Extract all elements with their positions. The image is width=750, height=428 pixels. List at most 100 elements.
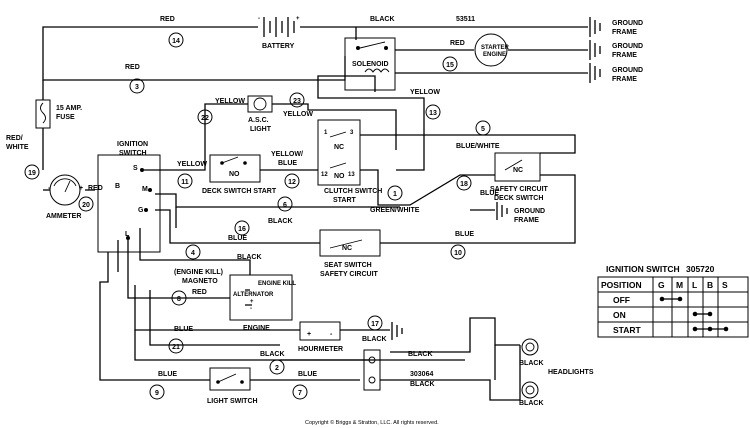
- svg-text:(ENGINE KILL): (ENGINE KILL): [174, 269, 223, 276]
- svg-text:SAFETY CIRCUIT: SAFETY CIRCUIT: [490, 186, 549, 193]
- svg-text:23: 23: [293, 98, 301, 105]
- wire-label-green-white: GREEN/WHITE: [370, 207, 420, 214]
- hourmeter: + - HOURMETER: [298, 321, 343, 353]
- clutch-switch: 1 3 12 13 NC NO CLUTCH SWITCH START: [317, 119, 382, 204]
- svg-text:LIGHT SWITCH: LIGHT SWITCH: [207, 398, 258, 405]
- wire-label-blue-9: BLUE: [158, 371, 177, 378]
- svg-text:-: -: [250, 306, 252, 312]
- svg-text:10: 10: [454, 250, 462, 257]
- wire-label-yellow-22: YELLOW: [215, 98, 245, 105]
- svg-text:NC: NC: [334, 144, 344, 151]
- svg-text:16: 16: [238, 226, 246, 233]
- svg-text:ENGINE: ENGINE: [243, 325, 270, 332]
- battery-plus: +: [296, 16, 300, 22]
- solenoid-label: SOLENOID: [352, 61, 389, 68]
- svg-text:15 AMP.: 15 AMP.: [56, 105, 82, 112]
- wires: [42, 26, 588, 401]
- svg-text:14: 14: [172, 38, 180, 45]
- ground-frame-3: GROUND FRAME: [589, 63, 643, 83]
- table-header-position: POSITION: [601, 280, 642, 290]
- wire-label-black-17: BLACK: [362, 336, 387, 343]
- wire-label-red-top: RED: [160, 16, 175, 23]
- wire-number-3: 3: [129, 78, 145, 94]
- svg-text:GROUND: GROUND: [612, 43, 643, 50]
- svg-text:11: 11: [181, 179, 189, 186]
- svg-text:STARTER: STARTER: [481, 45, 510, 51]
- battery: - + BATTERY: [258, 16, 300, 50]
- svg-text:1: 1: [393, 191, 397, 198]
- wire-number-16: 16: [234, 220, 250, 236]
- wire-number-19: 19: [24, 164, 40, 180]
- svg-text:GROUND: GROUND: [612, 20, 643, 27]
- wire-label-black-hl2: BLACK: [519, 400, 544, 407]
- wire-number-5: 5: [475, 120, 491, 136]
- svg-text:NO: NO: [229, 171, 240, 178]
- svg-text:+: +: [307, 331, 311, 338]
- ground-frames: GROUND FRAME GROUND FRAME GROUND FRAME G…: [391, 17, 643, 340]
- svg-text:20: 20: [82, 202, 90, 209]
- svg-text:9: 9: [155, 390, 159, 397]
- ammeter: - + AMMETER: [43, 174, 83, 220]
- svg-text:S: S: [133, 165, 138, 172]
- svg-text:SWITCH: SWITCH: [119, 150, 147, 157]
- svg-text:DECK SWITCH START: DECK SWITCH START: [202, 188, 277, 195]
- svg-text:IGNITION: IGNITION: [117, 141, 148, 148]
- svg-text:3: 3: [135, 84, 139, 91]
- copyright-text: Copyright © Briggs & Stratton, LLC. All …: [305, 419, 439, 426]
- svg-text:NC: NC: [342, 245, 352, 252]
- table-title: IGNITION SWITCH: [606, 264, 680, 274]
- svg-text:GROUND: GROUND: [612, 67, 643, 74]
- solenoid: SOLENOID: [344, 37, 396, 91]
- svg-text:NC: NC: [513, 167, 523, 174]
- wire-number-1: 1: [387, 185, 403, 201]
- wire-label-303064: 303064: [410, 371, 433, 378]
- svg-text:LIGHT: LIGHT: [250, 126, 272, 133]
- svg-text:2: 2: [275, 365, 279, 372]
- wire-label-black-6: BLACK: [268, 218, 293, 225]
- seat-switch: NC SEAT SWITCH SAFETY CIRCUIT: [319, 229, 381, 278]
- wire-label-blue-16: BLUE: [228, 235, 247, 242]
- svg-text:ALTERNATOR: ALTERNATOR: [233, 292, 274, 298]
- table-header-m: M: [676, 280, 683, 290]
- svg-text:AMMETER: AMMETER: [46, 213, 81, 220]
- wire-labels: RED BLACK 53511 RED RED YELLOW YELLOW YE…: [88, 16, 544, 407]
- wire-label-black-top: BLACK: [370, 16, 395, 23]
- svg-text:-: -: [48, 185, 51, 192]
- wire-label-red-8: RED: [192, 289, 207, 296]
- table-row-start: START: [613, 325, 642, 335]
- svg-text:3: 3: [350, 130, 354, 136]
- svg-text:FRAME: FRAME: [612, 76, 637, 83]
- connector-block: [363, 349, 381, 391]
- svg-text:ENGINE: ENGINE: [483, 52, 506, 58]
- ignition-switch: IGNITION SWITCH S B M G L: [97, 141, 172, 253]
- svg-text:WHITE: WHITE: [6, 144, 29, 151]
- svg-text:START: START: [333, 197, 357, 204]
- starter-engine: STARTER ENGINE: [474, 33, 510, 67]
- svg-text:7: 7: [298, 390, 302, 397]
- svg-text:DECK SWITCH: DECK SWITCH: [494, 195, 543, 202]
- svg-text:FRAME: FRAME: [514, 217, 539, 224]
- wire-number-2: 2: [269, 359, 285, 375]
- svg-text:22: 22: [201, 115, 209, 122]
- wire-number-22: 22: [197, 109, 213, 125]
- light-switch: LIGHT SWITCH: [207, 367, 258, 405]
- wire-label-yellow-13: YELLOW: [410, 89, 440, 96]
- svg-text:4: 4: [191, 250, 195, 257]
- table-connection-dots: [659, 296, 729, 332]
- wire-label-yellow-blue-2: BLUE: [278, 160, 297, 167]
- svg-text:HOURMETER: HOURMETER: [298, 346, 343, 353]
- svg-text:+: +: [79, 185, 83, 192]
- svg-text:FRAME: FRAME: [612, 29, 637, 36]
- wire-label-blue-10: BLUE: [455, 231, 474, 238]
- svg-text:13: 13: [348, 172, 355, 178]
- wire-number-23: 23: [289, 92, 305, 108]
- wire-label-yellow-11: YELLOW: [177, 161, 207, 168]
- svg-text:-: -: [330, 331, 333, 338]
- wire-label-blue-7: BLUE: [298, 371, 317, 378]
- wire-number-4: 4: [185, 244, 201, 260]
- table-row-off: OFF: [613, 295, 630, 305]
- wire-number-9: 9: [149, 384, 165, 400]
- wire-number-circles: 14 3 15 22 23 13 5 19 11 12 1 18 20 6 16…: [24, 32, 491, 400]
- svg-text:HEADLIGHTS: HEADLIGHTS: [548, 369, 594, 376]
